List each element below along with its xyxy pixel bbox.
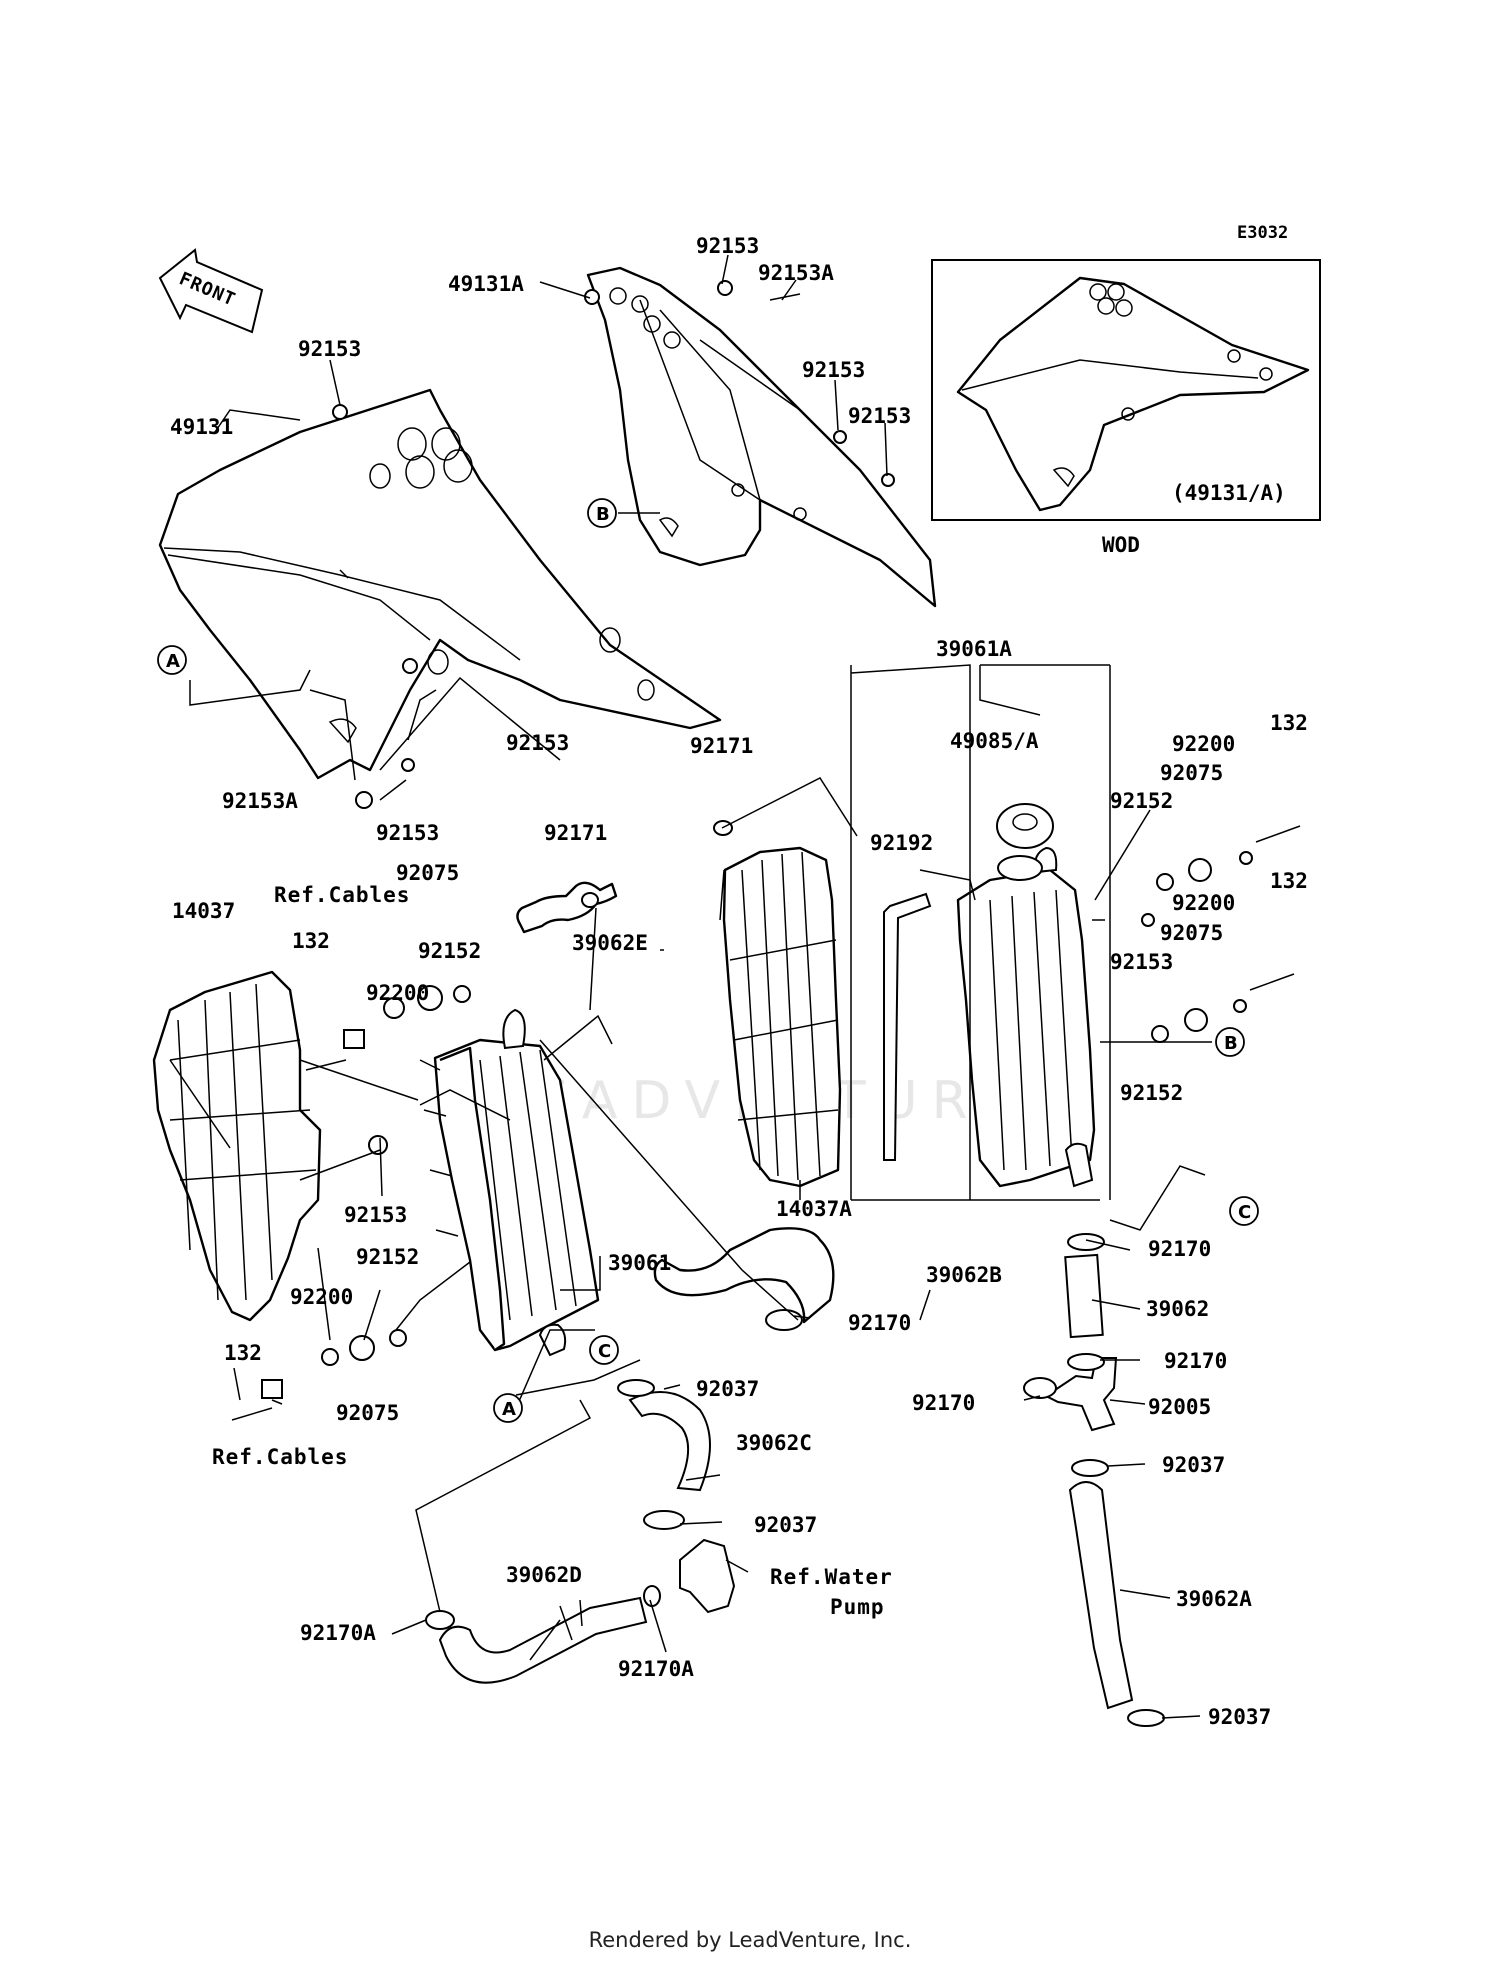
shroud-49131A [586,266,937,608]
svg-text:B: B [1224,1033,1238,1054]
footer-credit: Rendered by LeadVenture, Inc. [588,1928,912,1952]
callout-c-lower: C [589,1335,619,1365]
callout-b-right: B [1215,1027,1245,1057]
label-92152-b: 92152 [1120,1081,1183,1105]
svg-text:C: C [1238,1202,1251,1223]
label-92153-a: 92153 [696,234,759,258]
label-92153-e: 92153 [506,731,569,755]
label-92075-b: 92075 [1160,921,1223,945]
label-39061: 39061 [608,1251,671,1275]
label-ref-cables-a: Ref.Cables [274,883,410,907]
svg-text:C: C [598,1341,611,1362]
label-14037A: 14037A [776,1197,852,1221]
label-92153-i: 92153 [1110,950,1173,974]
svg-text:A: A [502,1399,516,1420]
label-132-c: 132 [292,929,330,953]
callout-b-upper: B [587,498,617,528]
label-39062D: 39062D [506,1563,582,1587]
wod-inset: (49131/A) [931,259,1321,521]
label-92200-d: 92200 [290,1285,353,1309]
label-92037-a: 92037 [696,1377,759,1401]
label-92037-c: 92037 [754,1513,817,1537]
label-132-d: 132 [224,1341,262,1365]
label-92170-b: 92170 [848,1311,911,1335]
label-92170-d: 92170 [912,1391,975,1415]
label-39062B: 39062B [926,1263,1002,1287]
label-39062: 39062 [1146,1297,1209,1321]
label-92170A-b: 92170A [618,1657,694,1681]
label-92170A-a: 92170A [300,1621,376,1645]
label-92200-a: 92200 [1172,732,1235,756]
label-92005: 92005 [1148,1395,1211,1419]
label-39062C: 39062C [736,1431,812,1455]
label-92037-d: 92037 [1208,1705,1271,1729]
svg-text:B: B [596,504,610,525]
label-92170-a: 92170 [1148,1237,1211,1261]
radiator-guard-14037A [722,846,842,1188]
label-92153A-top: 92153A [758,261,834,285]
shroud-49131 [158,388,722,780]
inset-caption: (49131/A) [1172,481,1286,505]
label-92037-b: 92037 [1162,1453,1225,1477]
label-92200-b: 92200 [1172,891,1235,915]
callout-a-upper: A [157,645,187,675]
label-92153-b: 92153 [298,337,361,361]
label-92153-c: 92153 [802,358,865,382]
label-49085A: 49085/A [950,729,1039,753]
label-39062A: 39062A [1176,1587,1252,1611]
label-92152-c: 92152 [418,939,481,963]
label-92075-c: 92075 [396,861,459,885]
callout-a-lower: A [493,1393,523,1423]
label-92170-c: 92170 [1164,1349,1227,1373]
label-39061A: 39061A [936,637,1012,661]
label-ref-water-1: Ref.Water [770,1565,893,1589]
radiator-39061 [419,1008,600,1357]
label-92192: 92192 [870,831,933,855]
front-arrow-icon: FRONT [158,248,264,334]
label-92152-a: 92152 [1110,789,1173,813]
label-92171-a: 92171 [690,734,753,758]
diagram-code: E3032 [1237,223,1289,243]
label-ref-water-2: Pump [830,1595,885,1619]
label-14037: 14037 [172,899,235,923]
label-ref-cables-b: Ref.Cables [212,1445,348,1469]
label-132-a: 132 [1270,711,1308,735]
label-92171-b: 92171 [544,821,607,845]
radiator-39061A [883,803,1096,1188]
label-49131: 49131 [170,415,233,439]
label-92200-c: 92200 [366,981,429,1005]
label-92152-d: 92152 [356,1245,419,1269]
inset-wod-label: WOD [1102,533,1140,557]
label-92153-d: 92153 [848,404,911,428]
callout-c-right: C [1229,1196,1259,1226]
leader-lines [169,254,1212,1719]
label-92153A-left: 92153A [222,789,298,813]
label-39062E: 39062E [572,931,648,955]
part-labels: 92153 49131A 92153A 92153 92153 92153 49… [170,234,1308,1729]
radiator-guard-14037 [152,970,322,1322]
hoses [438,881,1134,1710]
label-132-b: 132 [1270,869,1308,893]
label-49131A: 49131A [448,272,524,296]
label-92075-d: 92075 [336,1401,399,1425]
label-92153-f: 92153 [376,821,439,845]
label-92075-a: 92075 [1160,761,1223,785]
label-92153-g: 92153 [344,1203,407,1227]
svg-text:A: A [166,651,180,672]
